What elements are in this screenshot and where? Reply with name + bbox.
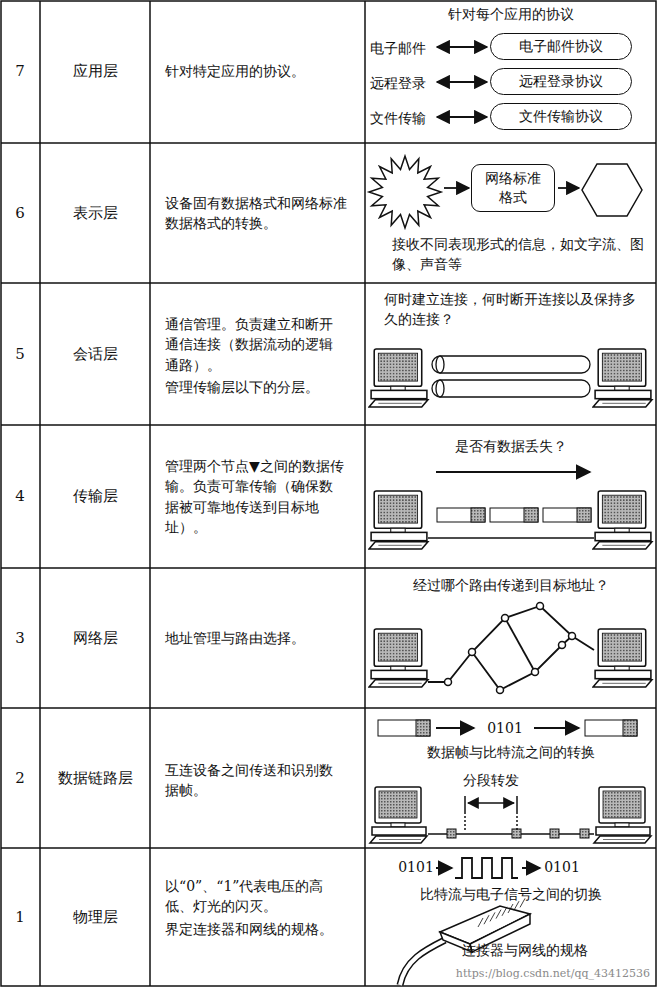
box-text: 网络标准格式 [482, 169, 544, 207]
table-text: 电子邮件 [370, 38, 434, 58]
table-text: 数据帧与比特流之间的转换 [365, 742, 657, 762]
table-text: 以“0”、“1”代表电压的高低、灯光的闪灭。 [165, 876, 345, 917]
protocol-box: 远程登录协议 [490, 68, 632, 95]
table-text: 应用层 [40, 61, 150, 83]
table-text: 连接器与网线的规格 [462, 940, 612, 960]
table-text: 界定连接器和网线的规格。 [165, 919, 345, 939]
computer-icon [593, 629, 652, 687]
table-text: 接收不同表现形式的信息，如文字流、图像、声音等 [392, 234, 644, 275]
table-text: 何时建立连接，何时断开连接以及保持多久的连接？ [384, 289, 646, 330]
table-text: 0101 [540, 857, 584, 877]
computer-icon [370, 787, 427, 843]
table-text: 7 [0, 61, 40, 83]
table-text: 5 [0, 344, 40, 366]
table-text: 管理两个节点▼之间的数据传输。负责可靠传输（确保数据被可靠地传送到目标地址）。 [165, 456, 345, 537]
table-text: 会话层 [40, 344, 150, 366]
table-text: 是否有数据丢失？ [365, 436, 657, 456]
session-pipes [432, 356, 590, 397]
table-text: 网络层 [40, 628, 150, 650]
table-text: 分段转发 [455, 770, 527, 790]
table-text: 针对每个应用的协议 [365, 4, 657, 24]
watermark: https://blog.csdn.net/qq_43412536 [440, 966, 650, 982]
star-shape [369, 156, 441, 228]
computer-icon [369, 491, 428, 549]
table-text: 0101 [395, 857, 437, 877]
table-text: 0101 [477, 718, 533, 738]
computer-icon [594, 787, 651, 843]
box-text: 文件传输协议 [519, 107, 603, 126]
box-text: 远程登录协议 [519, 72, 603, 91]
segment-bracket [465, 796, 517, 830]
protocol-box: 电子邮件协议 [490, 33, 632, 60]
table-text: 文件传输 [370, 108, 434, 128]
table-text: 6 [0, 203, 40, 225]
computer-icon [369, 349, 428, 407]
table-text: 远程登录 [370, 73, 434, 93]
table-text: 针对特定应用的协议。 [165, 61, 350, 81]
table-text: 数据链路层 [40, 768, 150, 790]
table-text: 地址管理与路由选择。 [165, 628, 350, 648]
table-text: 互连设备之间传送和识别数据帧。 [165, 760, 345, 801]
table-text: 管理传输层以下的分层。 [165, 377, 345, 397]
table-text: 通信管理。负责建立和断开通信连接（数据流动的逻辑通路）。 [165, 314, 345, 375]
computer-icon [369, 629, 428, 687]
computer-icon [593, 349, 652, 407]
transfer-arrow [436, 471, 590, 473]
data-packets [437, 508, 591, 522]
table-text: 传输层 [40, 486, 150, 508]
link-wire [428, 537, 594, 539]
plug-contacts [478, 898, 525, 927]
table-text: 设备固有数据格式和网络标准数据格式的转换。 [165, 193, 350, 234]
computer-icon [593, 491, 652, 549]
table-text: 经过哪个路由传递到目标地址？ [365, 575, 657, 595]
format-box: 网络标准格式 [471, 164, 555, 212]
table-text: 3 [0, 628, 40, 650]
table-text: 物理层 [40, 907, 150, 929]
hexagon-shape [582, 164, 642, 216]
route-lines [428, 606, 594, 690]
table-text: 4 [0, 486, 40, 508]
table-text: 比特流与电子信号之间的切换 [365, 884, 657, 904]
table-text: 2 [0, 768, 40, 790]
double-arrows [437, 47, 487, 117]
box-text: 电子邮件协议 [519, 37, 603, 56]
table-text: 表示层 [40, 203, 150, 225]
protocol-box: 文件传输协议 [490, 103, 632, 130]
link-nodes [447, 829, 589, 838]
table-text: 1 [0, 907, 40, 929]
router-dots [445, 603, 576, 694]
signal-arrows [436, 858, 540, 878]
